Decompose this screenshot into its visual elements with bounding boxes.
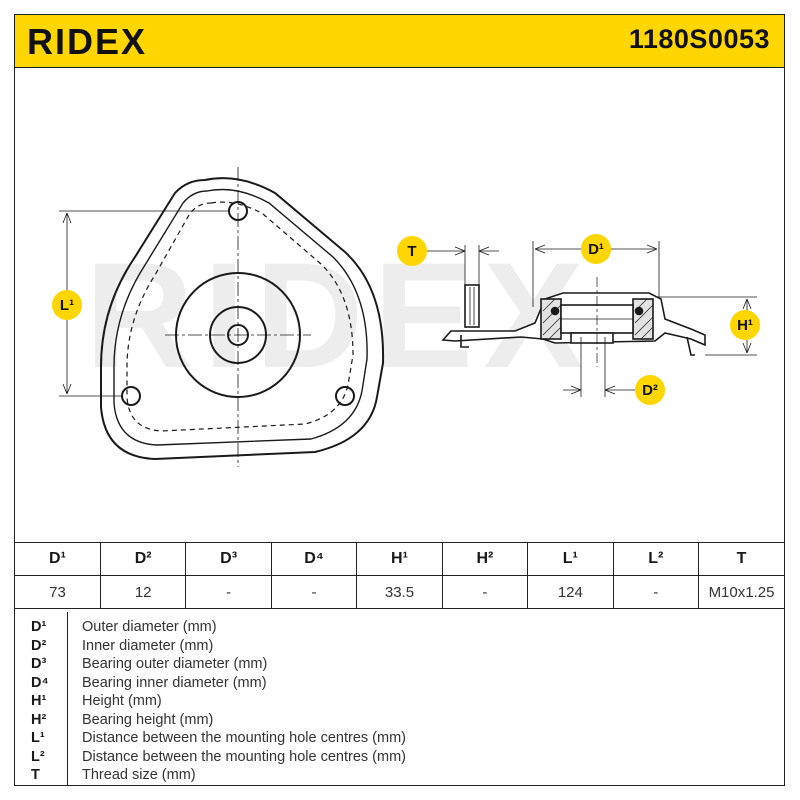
brand-logo-text: RIDEX xyxy=(27,23,147,59)
part-number: 1180S0053 xyxy=(628,24,770,54)
d2-arrow-left xyxy=(570,385,582,395)
watermark-text: RIDEX xyxy=(85,231,593,399)
h1-arrow-top xyxy=(742,298,752,310)
l1-arrow-bottom xyxy=(62,383,72,395)
legend-row: D³ Bearing outer diameter (mm) xyxy=(15,655,784,674)
t-dimension xyxy=(425,245,499,285)
product-sheet: RIDEX 1180S0053 RIDEX xyxy=(14,14,785,786)
spec-header-row: D¹ D² D³ D⁴ H¹ H² L¹ L² T xyxy=(15,543,784,576)
bearing-block-right xyxy=(632,298,654,340)
d2-label-badge xyxy=(635,375,665,405)
legend-row: D² Inner diameter (mm) xyxy=(15,637,784,656)
spec-header-d4: D⁴ xyxy=(271,543,358,576)
spec-header-d3: D³ xyxy=(185,543,272,576)
flange-lip-left xyxy=(460,335,469,348)
legend-row: D⁴ Bearing inner diameter (mm) xyxy=(15,674,784,693)
legend-code: D¹ xyxy=(31,619,47,635)
spec-header-l1: L¹ xyxy=(527,543,614,576)
legend-text: Bearing height (mm) xyxy=(82,711,214,728)
legend-row: T Thread size (mm) xyxy=(15,766,784,785)
h1-label-badge xyxy=(730,310,760,340)
spec-header-t: T xyxy=(698,543,784,576)
legend-divider xyxy=(67,612,68,785)
technical-drawing-area: RIDEX xyxy=(15,67,784,543)
mount-inner-outline xyxy=(113,188,368,446)
spec-value-d2: 12 xyxy=(100,575,187,609)
spec-table: D¹ D² D³ D⁴ H¹ H² L¹ L² T 73 12 - - 33.5… xyxy=(15,543,784,609)
d1-label: D¹ xyxy=(588,241,604,258)
legend: D¹ Outer diameter (mm) D² Inner diameter… xyxy=(15,612,784,785)
legend-text: Bearing inner diameter (mm) xyxy=(82,674,267,691)
legend-code: L¹ xyxy=(31,730,45,746)
spec-value-d1: 73 xyxy=(15,575,101,609)
legend-code: D⁴ xyxy=(31,674,49,691)
spec-value-row: 73 12 - - 33.5 - 124 - M10x1.25 xyxy=(15,575,784,609)
legend-code: H² xyxy=(31,711,47,728)
legend-text: Thread size (mm) xyxy=(82,767,196,783)
flange-lip-right xyxy=(686,336,695,356)
legend-text: Distance between the mounting hole centr… xyxy=(82,730,406,746)
spec-value-d3: - xyxy=(185,575,272,609)
legend-text: Inner diameter (mm) xyxy=(82,637,214,654)
h1-arrow-bottom xyxy=(742,342,752,354)
spec-header-d2: D² xyxy=(100,543,187,576)
legend-text: Height (mm) xyxy=(82,693,162,709)
spec-value-h2: - xyxy=(442,575,529,609)
d2-arrow-right xyxy=(604,385,616,395)
legend-row: H² Bearing height (mm) xyxy=(15,711,784,730)
bearing-hub xyxy=(570,332,614,344)
legend-text: Bearing outer diameter (mm) xyxy=(82,656,268,672)
t-label: T xyxy=(407,243,416,260)
threaded-stud xyxy=(464,284,480,328)
d2-label: D² xyxy=(642,382,658,399)
d1-label-badge xyxy=(581,234,611,264)
mounting-hole-right xyxy=(335,386,355,406)
bearing-block-left xyxy=(540,298,562,340)
technical-drawing: RIDEX xyxy=(52,167,760,467)
ridex-logo: RIDEX xyxy=(27,23,147,59)
l1-arrow-top xyxy=(62,212,72,224)
d1-arrow-left xyxy=(534,244,546,254)
header-bar: RIDEX 1180S0053 xyxy=(15,15,784,68)
mount-side-view xyxy=(441,277,706,367)
spec-value-d4: - xyxy=(271,575,358,609)
legend-code: T xyxy=(31,767,40,783)
spec-header-l2: L² xyxy=(613,543,700,576)
legend-row: L¹ Distance between the mounting hole ce… xyxy=(15,729,784,748)
t-arrow-right xyxy=(478,246,490,256)
legend-row: H¹ Height (mm) xyxy=(15,692,784,711)
legend-code: L² xyxy=(31,748,45,765)
spec-value-t: M10x1.25 xyxy=(698,575,784,609)
spec-header-d1: D¹ xyxy=(15,543,101,576)
spec-header-h1: H¹ xyxy=(356,543,443,576)
t-arrow-left xyxy=(454,246,466,256)
t-label-badge xyxy=(397,236,427,266)
spec-value-h1: 33.5 xyxy=(356,575,443,609)
spec-value-l1: 124 xyxy=(527,575,614,609)
h1-label: H¹ xyxy=(737,317,753,334)
mount-top-view xyxy=(59,167,385,467)
bearing-ball-right xyxy=(634,306,644,316)
legend-row: D¹ Outer diameter (mm) xyxy=(15,618,784,637)
legend-code: D² xyxy=(31,637,47,654)
legend-code: D³ xyxy=(31,656,47,672)
h1-dimension xyxy=(655,296,757,356)
d2-dimension xyxy=(563,337,635,397)
l1-label: L¹ xyxy=(60,297,74,314)
l1-label-badge xyxy=(52,290,82,320)
mount-outer-outline xyxy=(100,177,385,461)
spec-value-l2: - xyxy=(613,575,700,609)
bearing-ball-left xyxy=(550,306,560,316)
d1-arrow-right xyxy=(646,244,658,254)
spec-header-h2: H² xyxy=(442,543,529,576)
legend-text: Distance between the mounting hole centr… xyxy=(82,748,406,765)
mount-dashed-outline xyxy=(126,201,354,432)
legend-row: L² Distance between the mounting hole ce… xyxy=(15,748,784,767)
legend-text: Outer diameter (mm) xyxy=(82,619,217,635)
legend-code: H¹ xyxy=(31,693,47,709)
